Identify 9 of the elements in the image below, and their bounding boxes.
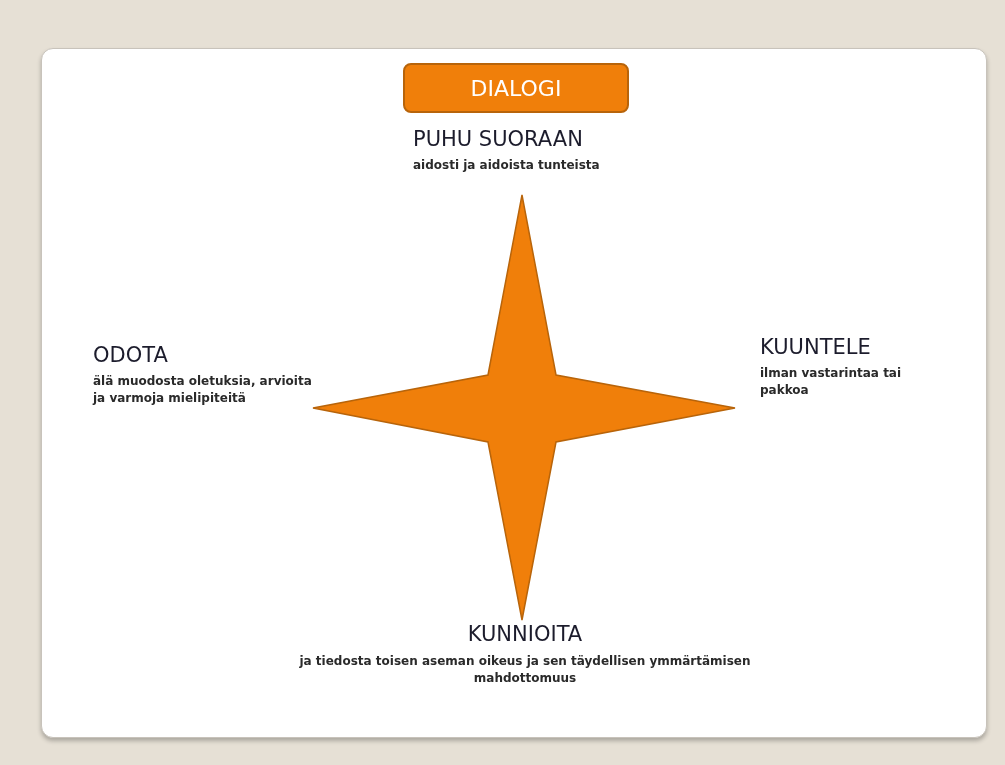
heading: KUUNTELE	[760, 335, 871, 359]
description: ja tiedosta toisen aseman oikeus ja sen täydellisen ymmärtämisen mahdottomuus	[298, 653, 752, 687]
description: älä muodosta oletuksia, arvioita ja varmoja mielipiteitä	[93, 373, 313, 407]
heading: ODOTA	[93, 343, 168, 367]
description: ilman vastarintaa tai pakkoa	[760, 365, 903, 399]
heading: PUHU SUORAAN	[413, 127, 583, 151]
title-box: DIALOGI	[403, 63, 629, 113]
description: aidosti ja aidoista tunteista	[413, 157, 600, 174]
heading: KUNNIOITA	[466, 622, 584, 646]
